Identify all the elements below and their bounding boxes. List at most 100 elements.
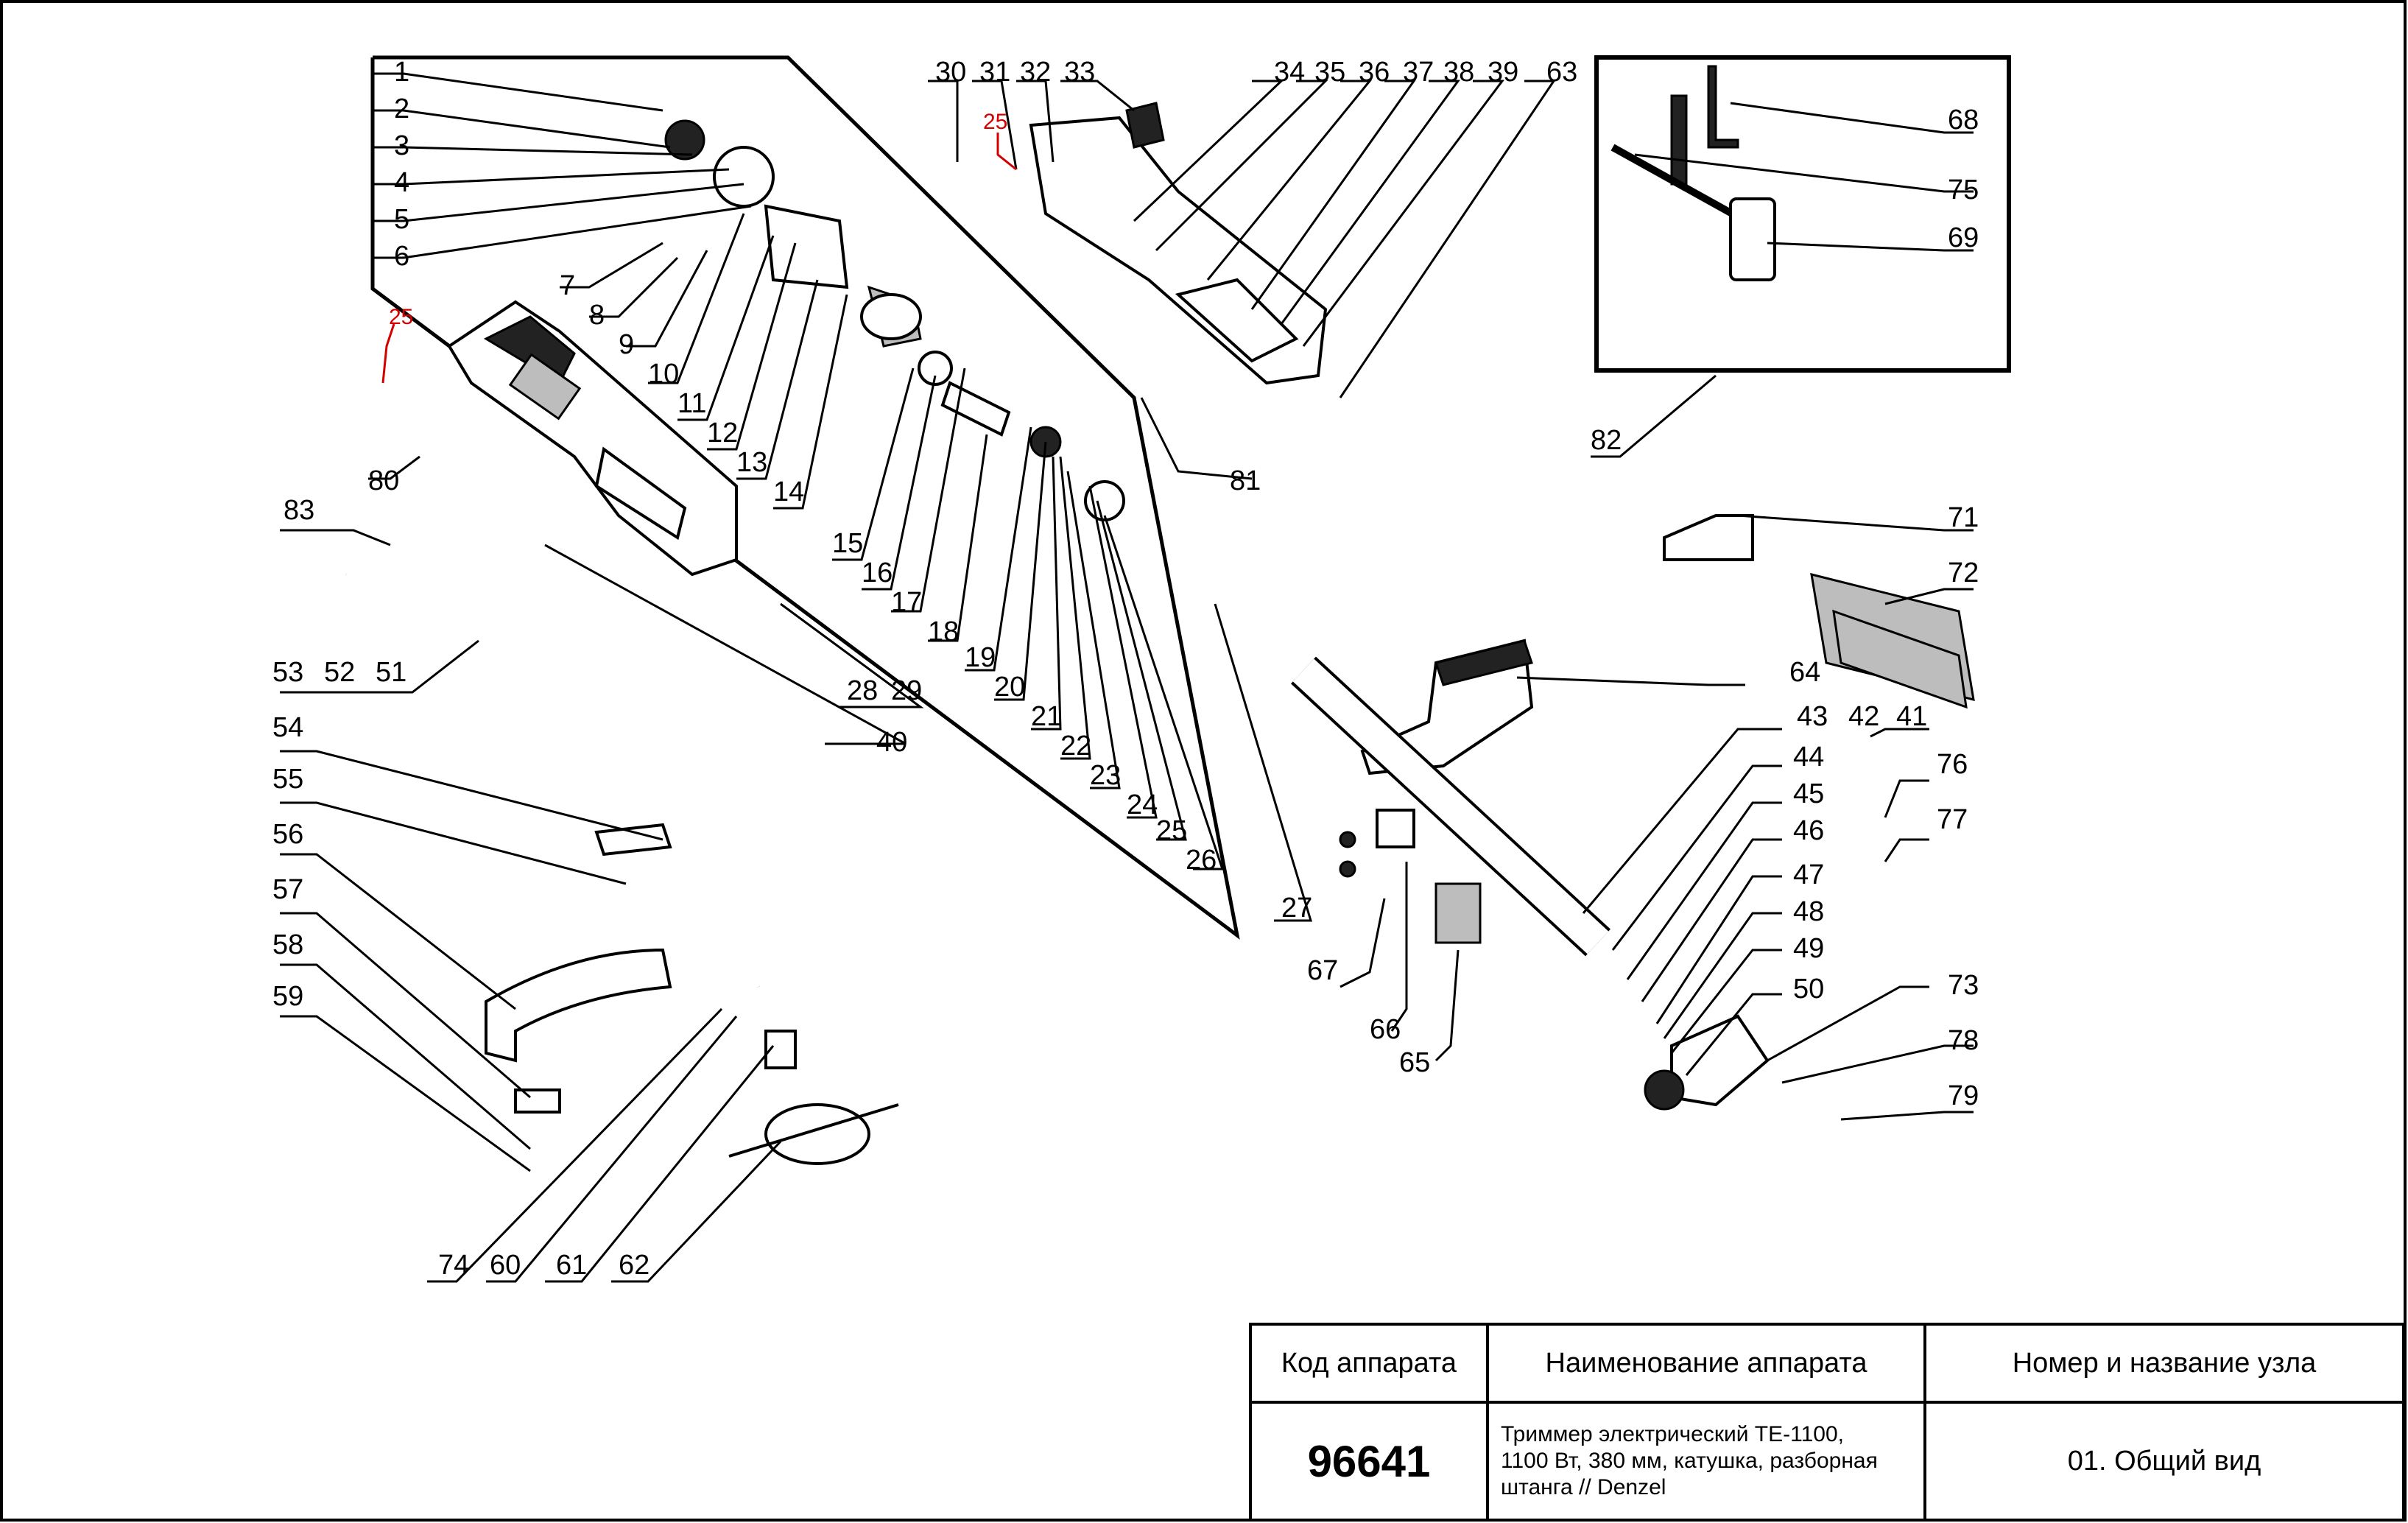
callout-55: 55 <box>272 764 303 795</box>
callout-61: 61 <box>556 1250 587 1281</box>
callout-25-red-left: 25 <box>389 305 413 329</box>
callout-72: 72 <box>1948 558 1979 588</box>
callout-39: 39 <box>1488 57 1518 88</box>
callout-48: 48 <box>1793 896 1824 927</box>
callout-44: 44 <box>1793 742 1824 773</box>
callout-58: 58 <box>272 929 303 960</box>
callout-60: 60 <box>490 1250 521 1281</box>
callout-79: 79 <box>1948 1080 1979 1111</box>
callout-56: 56 <box>272 819 303 850</box>
callout-42: 42 <box>1848 701 1879 732</box>
callout-38: 38 <box>1443 57 1474 88</box>
callout-18: 18 <box>928 616 959 647</box>
callout-10: 10 <box>648 359 679 390</box>
header-name: Наименование аппарата <box>1489 1326 1926 1404</box>
callout-30: 30 <box>935 57 966 88</box>
callout-33: 33 <box>1064 57 1095 88</box>
callout-25: 25 <box>1156 815 1187 846</box>
shaft-lower <box>340 556 778 990</box>
callout-68: 68 <box>1948 105 1979 136</box>
callout-22: 22 <box>1060 731 1091 762</box>
callout-80: 80 <box>368 465 399 496</box>
callout-27: 27 <box>1281 893 1312 924</box>
shaft-upper <box>1291 656 1610 957</box>
housing-group-outline <box>370 55 1240 940</box>
title-block: Код аппарата Наименование аппарата Номер… <box>1249 1323 2405 1522</box>
callout-62: 62 <box>619 1250 649 1281</box>
callout-20: 20 <box>994 672 1025 703</box>
device-name-line-2: 1100 Вт, 380 мм, катушка, разборная <box>1501 1449 1878 1473</box>
callout-69: 69 <box>1948 222 1979 253</box>
callout-47: 47 <box>1793 859 1824 890</box>
power-cord-and-strap <box>1663 514 1975 709</box>
callout-1: 1 <box>394 57 409 88</box>
callout-21: 21 <box>1031 701 1062 732</box>
motor-housing-left <box>447 300 738 577</box>
callout-66: 66 <box>1370 1014 1401 1045</box>
callout-34: 34 <box>1274 57 1305 88</box>
callout-83: 83 <box>284 495 314 526</box>
callout-9: 9 <box>619 329 634 360</box>
callout-74: 74 <box>438 1250 469 1281</box>
callout-36: 36 <box>1359 57 1390 88</box>
callout-81: 81 <box>1230 465 1261 496</box>
callout-57: 57 <box>272 874 303 905</box>
callout-82: 82 <box>1591 425 1622 456</box>
unit-name: 01. Общий вид <box>2067 1445 2261 1477</box>
callout-40: 40 <box>876 727 907 758</box>
callout-8: 8 <box>589 300 605 331</box>
callout-32: 32 <box>1020 57 1051 88</box>
callout-75: 75 <box>1948 175 1979 205</box>
callout-46: 46 <box>1793 815 1824 846</box>
device-name-line-3: штанга // Denzel <box>1501 1475 1666 1499</box>
device-name: Триммер электрический TE-1100, 1100 Вт, … <box>1489 1404 1926 1519</box>
spool-and-head <box>728 1030 899 1165</box>
leader-lines <box>280 72 1974 1283</box>
motor-housing-right <box>1029 102 1328 385</box>
gearhead <box>1644 1014 1770 1111</box>
clamp-and-bolts <box>1339 809 1482 944</box>
callout-77: 77 <box>1937 804 1968 835</box>
callout-14: 14 <box>773 476 804 507</box>
header-unit: Номер и название узла <box>1926 1326 2402 1404</box>
callout-28: 28 <box>847 675 878 706</box>
callout-3: 3 <box>394 130 409 161</box>
device-code: 96641 <box>1252 1404 1489 1519</box>
callout-labels: 1 2 3 4 5 6 7 8 9 10 11 12 13 14 15 16 1… <box>272 57 1979 1281</box>
callout-31: 31 <box>979 57 1010 88</box>
callout-25-red-top: 25 <box>983 110 1007 134</box>
callout-23: 23 <box>1090 760 1121 791</box>
callout-2: 2 <box>394 94 409 124</box>
callout-73: 73 <box>1948 970 1979 1001</box>
callout-29: 29 <box>891 675 922 706</box>
callout-67: 67 <box>1307 955 1338 986</box>
callout-71: 71 <box>1948 502 1979 533</box>
callout-63: 63 <box>1546 57 1577 88</box>
guard-and-bracket <box>485 823 672 1114</box>
callout-65: 65 <box>1399 1047 1430 1078</box>
callout-49: 49 <box>1793 933 1824 964</box>
callout-78: 78 <box>1948 1025 1979 1056</box>
callout-50: 50 <box>1793 974 1824 1005</box>
callout-53: 53 <box>272 657 303 688</box>
callout-43: 43 <box>1797 701 1828 732</box>
callout-41: 41 <box>1896 701 1927 732</box>
tools <box>1610 65 1776 281</box>
callout-17: 17 <box>891 587 922 618</box>
callout-54: 54 <box>272 712 303 743</box>
tools-group-box <box>1594 55 2011 373</box>
device-name-line-1: Триммер электрический TE-1100, <box>1501 1422 1844 1446</box>
callout-64: 64 <box>1789 657 1820 688</box>
callout-11: 11 <box>677 388 706 419</box>
callout-59: 59 <box>272 981 303 1012</box>
callout-24: 24 <box>1127 789 1158 820</box>
callout-7: 7 <box>560 270 575 301</box>
callout-15: 15 <box>832 528 863 559</box>
callout-13: 13 <box>736 447 767 478</box>
callout-45: 45 <box>1793 778 1824 809</box>
callout-51: 51 <box>376 657 406 688</box>
callout-16: 16 <box>862 558 893 588</box>
callout-37: 37 <box>1403 57 1434 88</box>
